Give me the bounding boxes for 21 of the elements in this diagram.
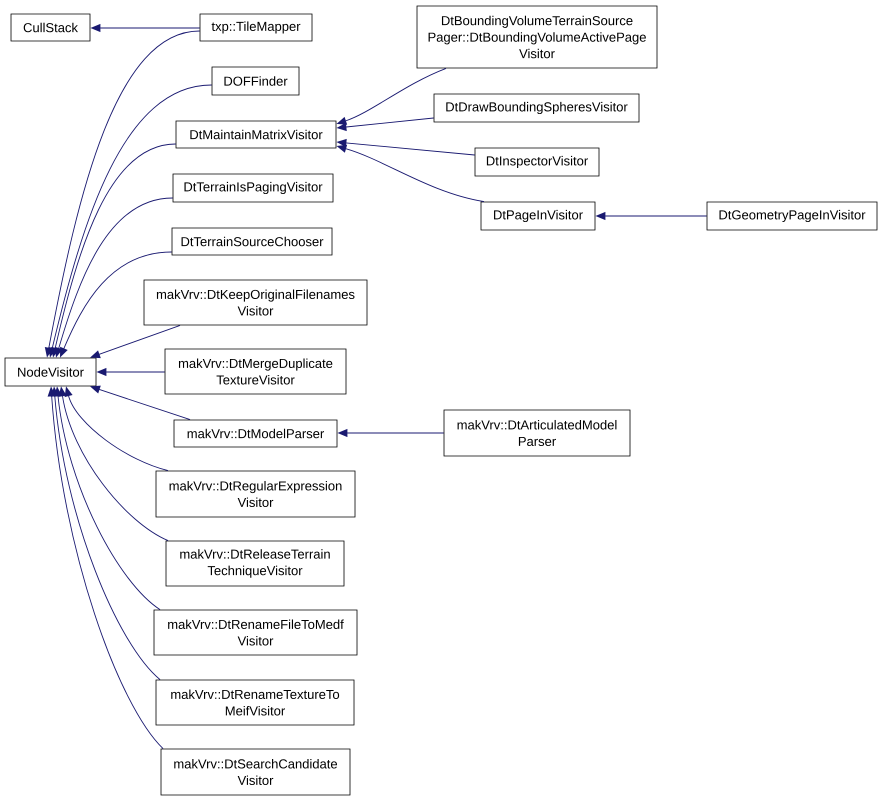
class-box: makVrv::DtReleaseTerrain TechniqueVisitor: [166, 540, 344, 586]
class-box: NodeVisitor: [4, 358, 96, 386]
class-box: DtMaintainMatrixVisitor: [176, 120, 336, 148]
class-box: DtDrawBoundingSpheresVisitor: [434, 94, 640, 122]
class-box: DtPageInVisitor: [480, 202, 596, 230]
class-box: DtBoundingVolumeTerrainSource Pager::DtBoundingVolumeActivePage Visitor: [416, 6, 658, 68]
class-box: CullStack: [10, 14, 90, 42]
class-box: DtTerrainIsPagingVisitor: [172, 174, 334, 202]
class-box: txp::TileMapper: [200, 14, 312, 42]
class-box: makVrv::DtArticulatedModel Parser: [444, 410, 630, 456]
class-box: makVrv::DtModelParser: [174, 420, 338, 448]
class-box: makVrv::DtRenameFileToMedf Visitor: [154, 610, 358, 656]
class-box: makVrv::DtKeepOriginalFilenames Visitor: [144, 280, 368, 326]
class-box: makVrv::DtRenameTextureTo MeifVisitor: [156, 680, 354, 726]
class-box: makVrv::DtSearchCandidate Visitor: [160, 748, 350, 796]
class-box: DtTerrainSourceChooser: [172, 228, 332, 256]
class-box: makVrv::DtRegularExpression Visitor: [156, 470, 356, 518]
class-box: DtInspectorVisitor: [474, 148, 600, 176]
class-box: DtGeometryPageInVisitor: [706, 202, 878, 230]
class-box: makVrv::DtMergeDuplicate TextureVisitor: [164, 348, 346, 394]
class-box: DOFFinder: [212, 66, 300, 96]
